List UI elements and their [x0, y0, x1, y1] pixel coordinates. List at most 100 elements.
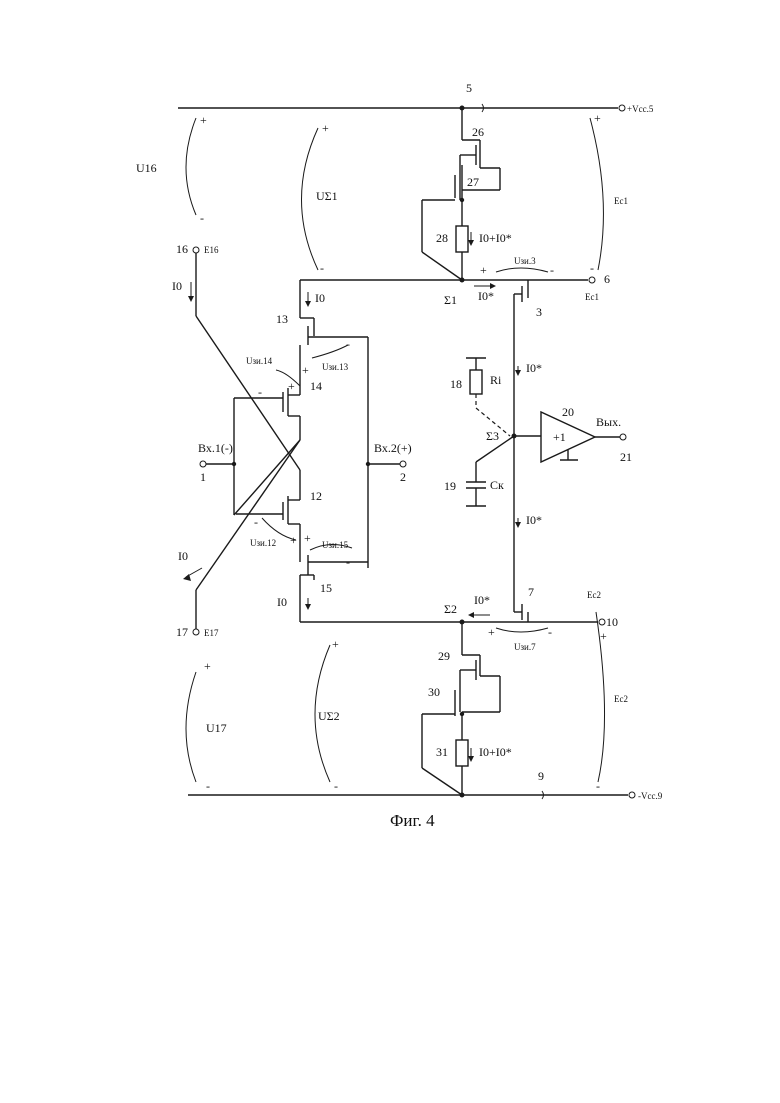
resistor-18 — [470, 370, 482, 394]
svg-text:+: + — [290, 533, 297, 547]
svg-text:+: + — [332, 637, 339, 651]
label-uzi15: Uзи.15 — [322, 540, 349, 550]
label-node-6: 6 — [604, 272, 610, 286]
label-input-2: Вх.2(+) — [374, 441, 412, 455]
label-comp-18: 18 — [450, 377, 462, 391]
svg-text:-: - — [334, 779, 338, 793]
label-node-17: 17 — [176, 625, 188, 639]
label-node-10: 10 — [606, 615, 618, 629]
label-node-2: 2 — [400, 470, 406, 484]
svg-text:-: - — [596, 779, 600, 793]
label-usigma1: UΣ1 — [316, 189, 338, 203]
label-e17: E17 — [204, 628, 219, 638]
label-uzi3: Uзи.3 — [514, 256, 536, 266]
label-i0-plus-top: I0+I0* — [479, 231, 512, 245]
label-input-1: Вх.1(-) — [198, 441, 233, 455]
svg-text:+: + — [200, 113, 207, 127]
label-sigma2: Σ2 — [444, 602, 457, 616]
svg-text:+: + — [594, 111, 601, 125]
terminal-2 — [400, 461, 406, 467]
terminal-17 — [193, 629, 199, 635]
terminal-21 — [620, 434, 626, 440]
label-output: Вых. — [596, 415, 621, 429]
terminal-6 — [589, 277, 595, 283]
label-comp-3: 3 — [536, 305, 542, 319]
label-node-1: 1 — [200, 470, 206, 484]
svg-text:-: - — [200, 211, 204, 225]
svg-text:-: - — [254, 515, 258, 529]
label-ec2-mid: Ec2 — [587, 590, 601, 600]
label-ec1-mid: Ec1 — [585, 292, 599, 302]
label-uzi12: Uзи.12 — [250, 538, 276, 548]
svg-text:+: + — [600, 629, 607, 643]
label-vcc5: +Vcc.5 — [627, 104, 654, 114]
label-i0s-top: I0* — [478, 289, 494, 303]
label-node-9: 9 — [538, 769, 544, 783]
svg-text:+: + — [322, 121, 329, 135]
label-vcc9: -Vcc.9 — [638, 791, 663, 801]
arc-u17 — [186, 672, 196, 782]
label-ck: Cк — [490, 478, 504, 492]
svg-text:-: - — [320, 261, 324, 275]
label-uzi14: Uзи.14 — [246, 356, 273, 366]
label-ri: Ri — [490, 373, 502, 387]
label-sigma1: Σ1 — [444, 293, 457, 307]
label-comp-20: 20 — [562, 405, 574, 419]
label-node-16: 16 — [176, 242, 188, 256]
svg-text:-: - — [548, 625, 552, 639]
label-i0-17: I0 — [178, 549, 188, 563]
label-comp-29: 29 — [438, 649, 450, 663]
svg-text:-: - — [590, 261, 594, 275]
label-comp-15: 15 — [320, 581, 332, 595]
terminal-10 — [599, 619, 605, 625]
svg-text:+: + — [488, 625, 495, 639]
label-i0s-mid2: I0* — [526, 513, 542, 527]
label-sigma3: Σ3 — [486, 429, 499, 443]
arc-ec1 — [590, 118, 603, 270]
label-comp-31: 31 — [436, 745, 448, 759]
figure-caption: Фиг. 4 — [390, 811, 435, 830]
label-i0s-mid1: I0* — [526, 361, 542, 375]
svg-text:-: - — [346, 555, 350, 569]
label-comp-13: 13 — [276, 312, 288, 326]
label-i0s-bot: I0* — [474, 593, 490, 607]
svg-text:-: - — [206, 779, 210, 793]
label-i0-13: I0 — [315, 291, 325, 305]
label-comp-19: 19 — [444, 479, 456, 493]
label-comp-26: 26 — [472, 125, 484, 139]
terminal-vcc9 — [629, 792, 635, 798]
resistor-31 — [456, 740, 468, 766]
terminal-16 — [193, 247, 199, 253]
label-uzi7: Uзи.7 — [514, 642, 536, 652]
resistor-28 — [456, 226, 468, 252]
label-buffer-gain: +1 — [553, 430, 566, 444]
svg-text:+: + — [304, 531, 311, 545]
terminal-vcc5 — [619, 105, 625, 111]
label-i0-plus-bot: I0+I0* — [479, 745, 512, 759]
label-ec1-top: Ec1 — [614, 196, 628, 206]
label-comp-28: 28 — [436, 231, 448, 245]
label-u16: U16 — [136, 161, 157, 175]
label-comp-12: 12 — [310, 489, 322, 503]
label-node-21: 21 — [620, 450, 632, 464]
label-u17: U17 — [206, 721, 227, 735]
label-ec2-bot: Ec2 — [614, 694, 628, 704]
label-uzi13: Uзи.13 — [322, 362, 349, 372]
label-comp-14: 14 — [310, 379, 322, 393]
svg-text:-: - — [258, 385, 262, 399]
svg-text:+: + — [288, 379, 295, 393]
svg-text:-: - — [550, 263, 554, 277]
label-node-5: 5 — [466, 81, 472, 95]
label-i0-15: I0 — [277, 595, 287, 609]
arc-u16 — [186, 118, 196, 215]
svg-text:+: + — [480, 263, 487, 277]
label-comp-30: 30 — [428, 685, 440, 699]
label-i0-16: I0 — [172, 279, 182, 293]
svg-text:-: - — [346, 337, 350, 351]
terminal-1 — [200, 461, 206, 467]
label-usigma2: UΣ2 — [318, 709, 340, 723]
label-comp-27: 27 — [467, 175, 479, 189]
label-comp-7: 7 — [528, 585, 534, 599]
